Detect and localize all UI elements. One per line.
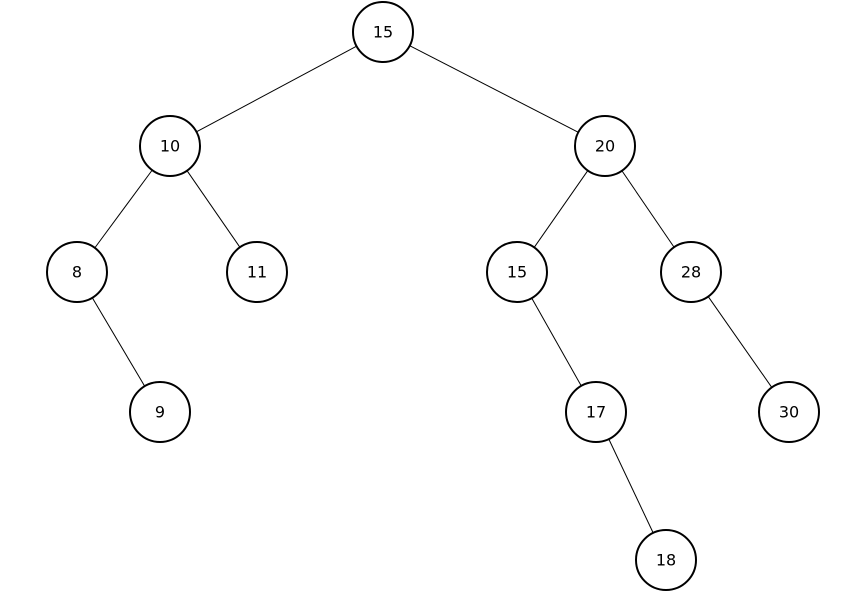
node-circle xyxy=(46,241,108,303)
node-label: 11 xyxy=(247,263,267,282)
node-circle xyxy=(139,115,201,177)
node-circle xyxy=(635,529,697,591)
node-label: 28 xyxy=(681,263,701,282)
node-label: 18 xyxy=(656,551,676,570)
edge-n15b-n17 xyxy=(531,297,582,387)
node-label: 17 xyxy=(586,403,606,422)
node-circle xyxy=(758,381,820,443)
edge-n20-n28 xyxy=(621,170,675,248)
tree-node-n11: 11 xyxy=(226,241,288,303)
edge-n10-n11 xyxy=(186,170,241,248)
node-label: 9 xyxy=(155,403,165,422)
node-circle xyxy=(565,381,627,443)
tree-node-n15b: 15 xyxy=(486,241,548,303)
node-label: 15 xyxy=(373,23,393,42)
tree-node-n28: 28 xyxy=(660,241,722,303)
node-label: 8 xyxy=(72,263,82,282)
node-circle xyxy=(660,241,722,303)
node-circle xyxy=(129,381,191,443)
node-label: 20 xyxy=(595,137,615,156)
edge-n20-n15b xyxy=(533,170,589,248)
tree-node-n8: 8 xyxy=(46,241,108,303)
edge-n10-n8 xyxy=(94,169,153,249)
tree-node-root: 15 xyxy=(352,1,414,63)
tree-node-n17: 17 xyxy=(565,381,627,443)
tree-node-n30: 30 xyxy=(758,381,820,443)
node-label: 15 xyxy=(507,263,527,282)
node-label: 30 xyxy=(779,403,799,422)
edge-n17-n18 xyxy=(608,438,654,534)
edge-n28-n30 xyxy=(707,296,773,388)
edge-root-n20 xyxy=(409,45,579,133)
nodes-layer: 15 10 20 8 11 15 28 9 17 30 18 xyxy=(46,1,820,591)
tree-node-n18: 18 xyxy=(635,529,697,591)
tree-node-n10: 10 xyxy=(139,115,201,177)
node-circle xyxy=(574,115,636,177)
node-circle xyxy=(226,241,288,303)
node-circle xyxy=(486,241,548,303)
node-circle xyxy=(352,1,414,63)
edges-layer xyxy=(91,45,773,534)
edge-root-n10 xyxy=(196,45,357,133)
node-label: 10 xyxy=(160,137,180,156)
tree-node-n20: 20 xyxy=(574,115,636,177)
edge-n8-n9 xyxy=(91,297,146,387)
tree-node-n9: 9 xyxy=(129,381,191,443)
